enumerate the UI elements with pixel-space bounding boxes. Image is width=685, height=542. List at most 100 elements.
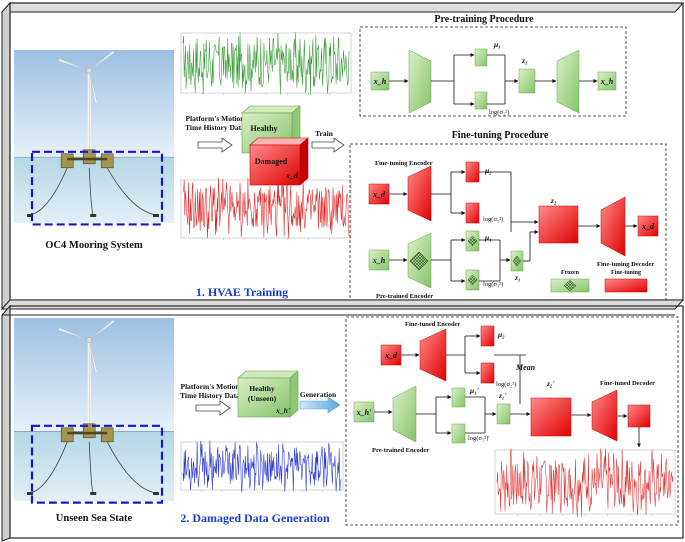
- mooring-highlight: [30, 424, 164, 504]
- hub: [86, 68, 92, 74]
- plot-line: [182, 177, 350, 239]
- motion-label2-line1: Platform's Motion: [181, 382, 241, 391]
- svg-text:x_h: x_h: [373, 77, 387, 86]
- blade: [57, 327, 90, 341]
- svg-text:x_h': x_h': [356, 408, 372, 417]
- svg-text:x_d: x_d: [285, 171, 299, 180]
- green-time-series: [180, 32, 352, 96]
- generation-label: Generation: [300, 390, 337, 399]
- blade: [89, 70, 98, 105]
- svg-text:Fine-tuned Encoder: Fine-tuned Encoder: [405, 321, 461, 328]
- sky: [14, 318, 174, 432]
- pontoon: [67, 431, 108, 435]
- float-column: [60, 153, 74, 169]
- svg-text:Fine-tuned Decoder: Fine-tuned Decoder: [600, 380, 655, 387]
- svg-text:Fine-tuning Encoder: Fine-tuning Encoder: [375, 160, 433, 167]
- photo-caption-oc4: OC4 Mooring System: [45, 240, 143, 251]
- svg-text:Mean: Mean: [515, 363, 536, 372]
- svg-text:μ₂: μ₂: [497, 330, 505, 339]
- mooring-line: [29, 167, 68, 216]
- blue-time-series: [180, 440, 344, 493]
- svg-text:Healthy: Healthy: [250, 124, 277, 133]
- photo-unseen-sea-state: [14, 318, 174, 504]
- mooring-line: [88, 167, 94, 216]
- blade: [89, 50, 115, 71]
- svg-text:x_h': x_h': [275, 406, 290, 415]
- healthy-unseen-box: Healthy (Unseen) x_h': [237, 370, 299, 418]
- svg-text:(Unseen): (Unseen): [248, 394, 277, 403]
- hub: [86, 337, 92, 343]
- photo-oc4-mooring: [14, 50, 174, 226]
- svg-text:x_d: x_d: [641, 222, 655, 231]
- svg-text:x_d: x_d: [384, 351, 398, 360]
- svg-text:log(σ₁²): log(σ₁²): [489, 109, 509, 116]
- generated-time-series: [494, 448, 676, 518]
- svg-text:Healthy: Healthy: [249, 384, 275, 393]
- svg-text:Fine-tuning: Fine-tuning: [611, 270, 641, 276]
- svg-text:log(σ₂²): log(σ₂²): [496, 381, 516, 388]
- svg-text:μ₂: μ₂: [484, 166, 492, 175]
- blade: [57, 58, 90, 71]
- blade: [89, 319, 115, 341]
- svg-text:Fine-tuning Decoder: Fine-tuning Decoder: [597, 261, 654, 268]
- svg-text:μ₁': μ₁': [469, 386, 479, 395]
- finetuning-pipeline: Fine-tuning Encoder Pre-trained Encoder …: [368, 160, 659, 300]
- svg-text:μ₁: μ₁: [484, 233, 492, 242]
- svg-text:x_h: x_h: [372, 256, 386, 265]
- mooring-line: [106, 167, 157, 216]
- panel2-title: 2. Damaged Data Generation: [180, 511, 330, 525]
- anchor: [90, 492, 97, 495]
- motion-label-line1: Platform's Motion: [186, 114, 246, 123]
- panel1-title: 1. HVAE Training: [196, 285, 288, 299]
- svg-text:z₁': z₁': [498, 391, 507, 400]
- svg-text:x_d: x_d: [372, 190, 386, 199]
- anchor: [27, 214, 33, 217]
- sea: [14, 431, 174, 501]
- red-time-series: [180, 177, 352, 240]
- pretraining-title: Pre-training Procedure: [434, 14, 534, 25]
- train-label: Train: [315, 129, 334, 138]
- svg-text:z₂': z₂': [546, 379, 555, 388]
- svg-text:log(σ₂²): log(σ₂²): [483, 216, 503, 223]
- float-column: [60, 427, 74, 443]
- svg-text:Damaged: Damaged: [255, 157, 288, 166]
- float-column: [100, 427, 114, 443]
- train-arrow-icon: [311, 137, 345, 153]
- blade: [89, 339, 98, 374]
- motion-label2-line2: Time History Data: [180, 391, 240, 400]
- anchor: [27, 492, 33, 495]
- motion-label-line2: Time History Data: [185, 123, 245, 132]
- finetuning-box: [349, 143, 667, 301]
- mooring-line: [106, 441, 157, 494]
- svg-text:μ₁: μ₁: [493, 40, 501, 49]
- pontoon: [67, 157, 108, 161]
- anchor: [90, 214, 97, 217]
- svg-text:z₁: z₁: [521, 56, 528, 65]
- svg-text:log(σ₁²): log(σ₁²): [483, 281, 503, 288]
- anchor: [153, 214, 159, 217]
- plot-line: [182, 32, 350, 96]
- hollow-arrow-icon-2: [195, 400, 231, 416]
- pretraining-box: [359, 26, 627, 117]
- plot-line: [182, 440, 342, 493]
- svg-text:z₂: z₂: [550, 196, 557, 205]
- float-column: [100, 153, 114, 169]
- plot-line: [496, 448, 674, 518]
- svg-text:Pre-trained Encoder: Pre-trained Encoder: [372, 447, 429, 454]
- photo-caption-unseen: Unseen Sea State: [56, 513, 133, 524]
- mooring-line: [88, 441, 94, 494]
- svg-text:z₁: z₁: [514, 273, 521, 282]
- generation-arrow-icon: [299, 396, 341, 414]
- sky: [14, 50, 174, 158]
- svg-text:Frozen: Frozen: [561, 270, 580, 276]
- mooring-highlight: [30, 150, 164, 226]
- damaged-data-box: Damaged x_d: [249, 137, 309, 186]
- anchor: [153, 492, 159, 495]
- svg-text:x_h: x_h: [600, 77, 614, 86]
- finetuning-title: Fine-tuning Procedure: [452, 130, 549, 141]
- generation-pipeline: Fine-tuned Encoder x_d μ₂ log(σ₂²) Mean …: [353, 321, 655, 454]
- svg-text:log(σ₁²)': log(σ₁²)': [468, 435, 490, 442]
- svg-text:Pre-trained Encoder: Pre-trained Encoder: [376, 293, 433, 300]
